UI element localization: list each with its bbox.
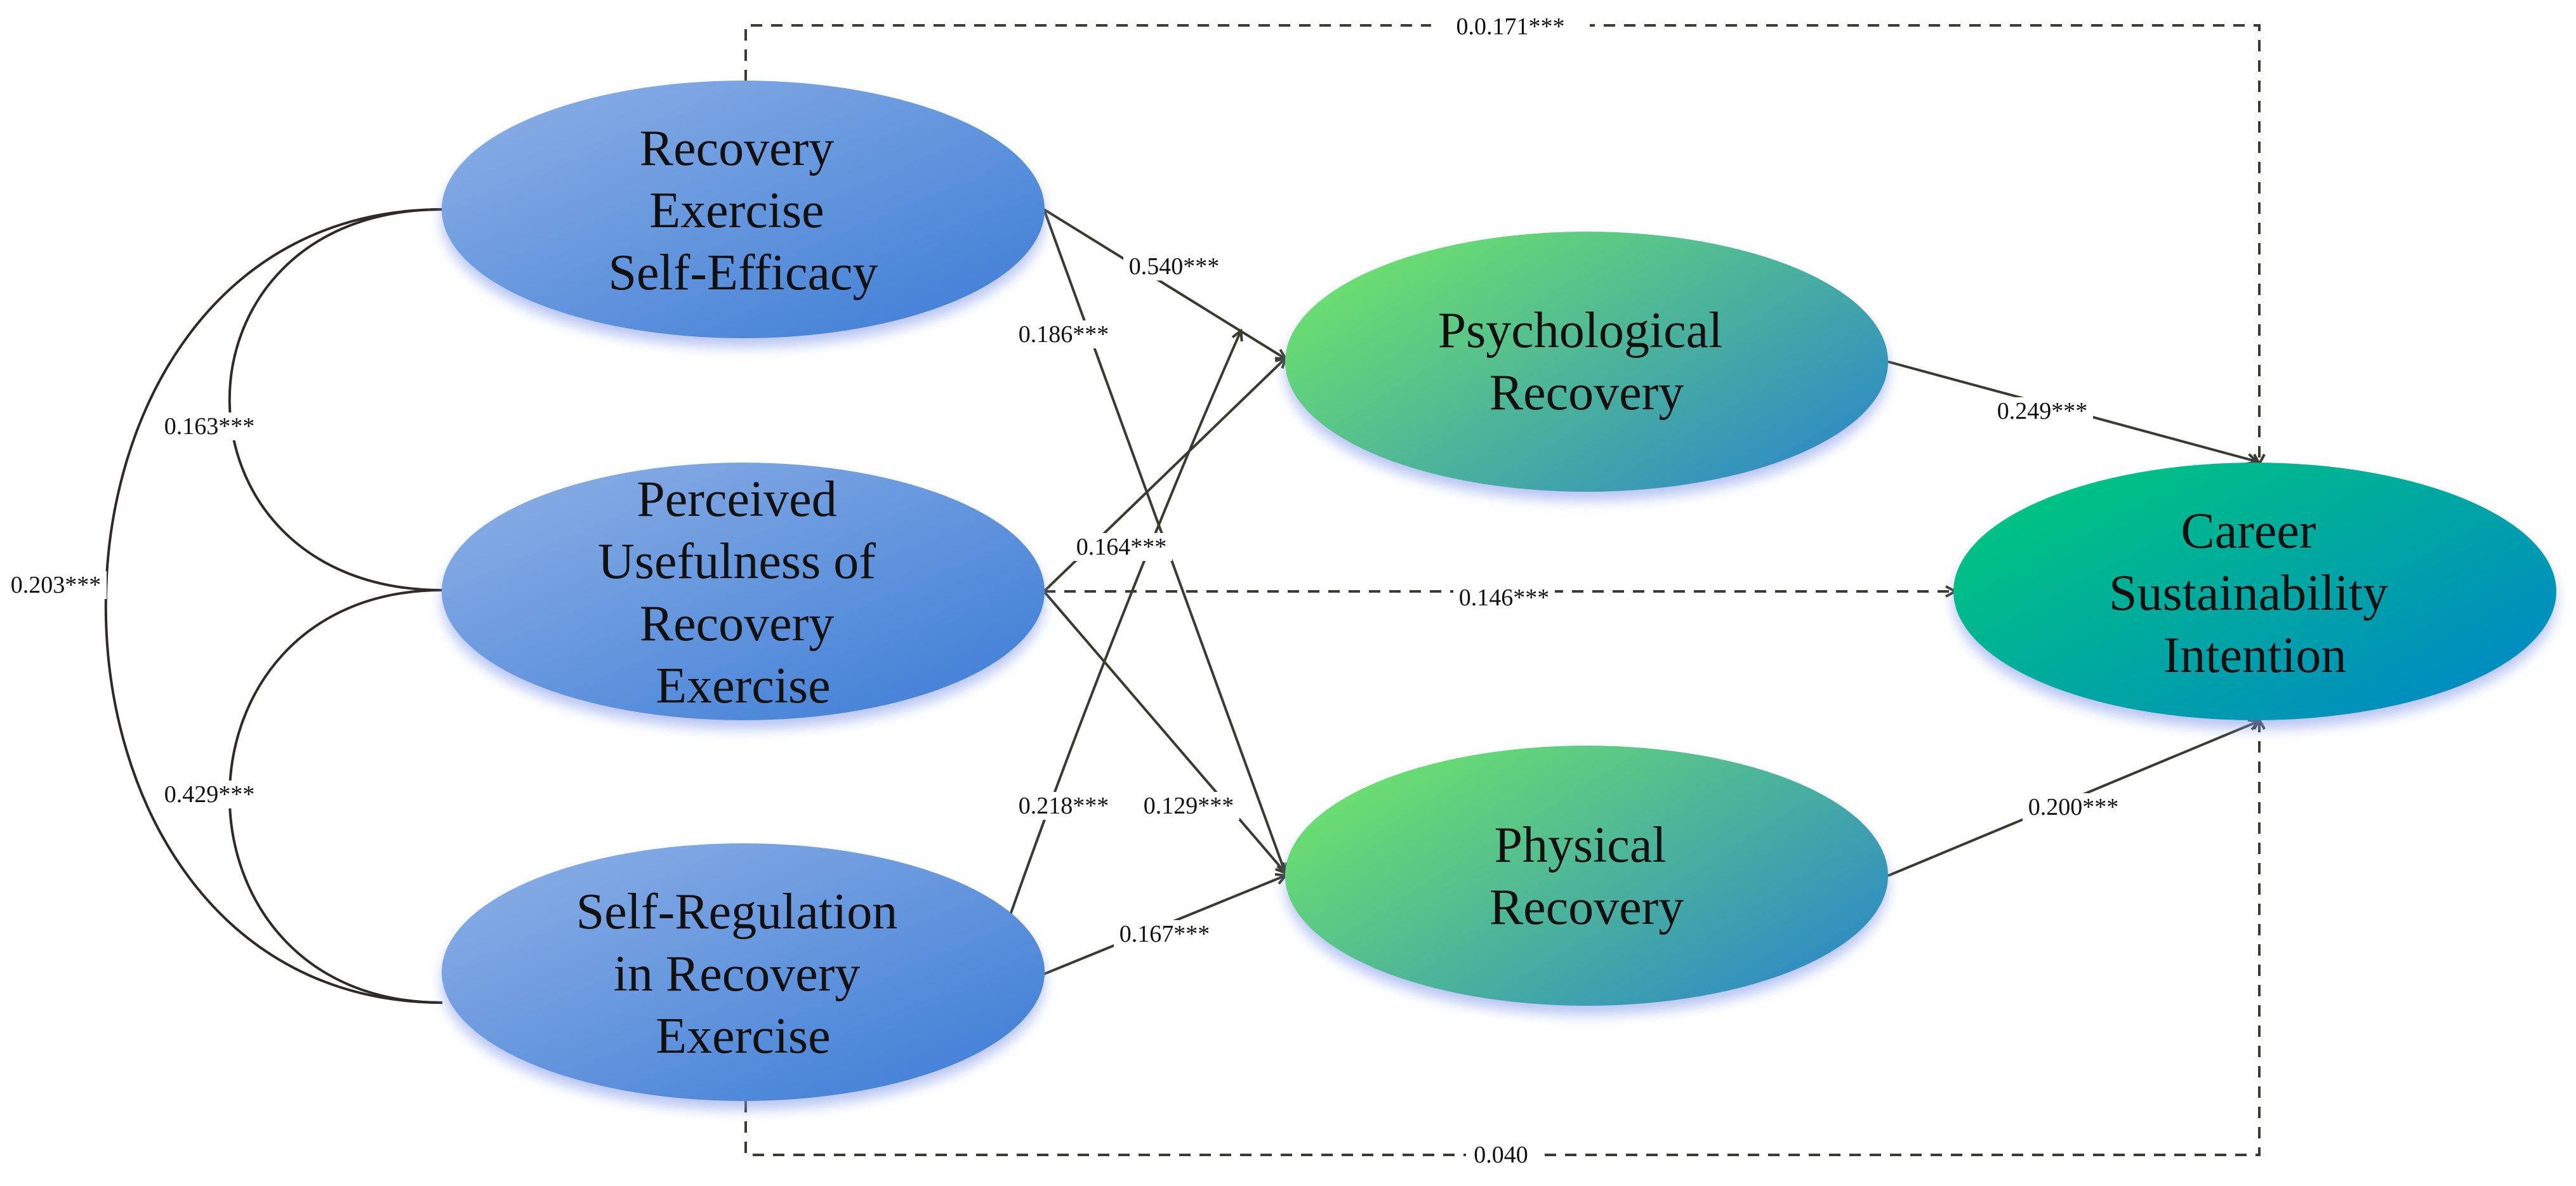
label-pure-psych: 0.164*** [1071, 533, 1172, 561]
svg-text:0.129***: 0.129*** [1144, 793, 1234, 819]
label-rese-csi: 0.0.171*** [1431, 11, 1590, 40]
label-corr-rese-pure: 0.163*** [159, 412, 260, 440]
svg-text:0.218***: 0.218*** [1019, 793, 1109, 819]
svg-text:0.200***: 0.200*** [2028, 794, 2119, 820]
node-self-regulation: Self-Regulation in Recovery Exercise [442, 843, 1045, 1101]
path-rese-to-psych [1043, 208, 1285, 359]
label-phys-csi: 0.200*** [2023, 793, 2124, 821]
svg-text:0.186***: 0.186*** [1019, 321, 1109, 348]
label-srre-phys: 0.167*** [1114, 920, 1215, 948]
svg-text:Recovery Exercise: Recovery Exercise Self-Efficacy [609, 121, 878, 301]
svg-text:0.146***: 0.146*** [1459, 584, 1550, 611]
svg-text:Perceived Usefulness of: Perceived Usefulness of Recovery Exercis… [598, 471, 888, 714]
path-pure-to-phys [1043, 590, 1285, 873]
svg-text:0.0.171***: 0.0.171*** [1456, 13, 1565, 40]
label-pure-csi: 0.146*** [1453, 584, 1555, 612]
node-physical-recovery: Physical Recovery [1285, 746, 1888, 1006]
node-career-sustainability-intention: Career Sustainability Intention [1953, 463, 2556, 720]
svg-text:0.429***: 0.429*** [164, 781, 255, 808]
label-corr-pure-srre: 0.429*** [159, 781, 260, 808]
label-srre-csi: 0.040 [1466, 1141, 1536, 1169]
svg-text:0.167***: 0.167*** [1120, 921, 1210, 947]
node-recovery-exercise-self-efficacy: Recovery Exercise Self-Efficacy [442, 81, 1045, 338]
corr-rese-srre [104, 208, 443, 1004]
node-perceived-usefulness: Perceived Usefulness of Recovery Exercis… [442, 463, 1045, 720]
svg-text:0.249***: 0.249*** [1997, 398, 2088, 425]
svg-text:Psychological Recovery: Psychological Recovery [1438, 303, 1736, 421]
path-srre-to-csi [744, 720, 2259, 1156]
corr-pure-srre [228, 589, 443, 1004]
path-srre-to-psych [998, 331, 1241, 946]
svg-text:Physical Recovery: Physical Recovery [1489, 817, 1684, 935]
svg-text:Career Sustainability: Career Sustainability Intention [2109, 503, 2401, 683]
svg-text:0.540***: 0.540*** [1129, 253, 1220, 280]
svg-text:0.040: 0.040 [1474, 1142, 1528, 1168]
label-psych-csi: 0.249*** [1991, 397, 2093, 425]
svg-text:Self-Regulation in Recov: Self-Regulation in Recovery Exercise [576, 884, 911, 1064]
label-corr-rese-srre: 0.203*** [5, 571, 107, 599]
label-rese-phys: 0.186*** [1013, 320, 1114, 348]
label-srre-psych: 0.218*** [1013, 792, 1114, 820]
svg-text:0.203***: 0.203*** [11, 572, 102, 598]
svg-text:0.164***: 0.164*** [1076, 534, 1167, 560]
node-psychological-recovery: Psychological Recovery [1285, 232, 1888, 492]
label-rese-psych: 0.540*** [1123, 253, 1225, 280]
corr-rese-pure [228, 208, 443, 591]
svg-text:0.163***: 0.163*** [164, 413, 255, 440]
label-pure-phys: 0.129*** [1138, 792, 1239, 820]
